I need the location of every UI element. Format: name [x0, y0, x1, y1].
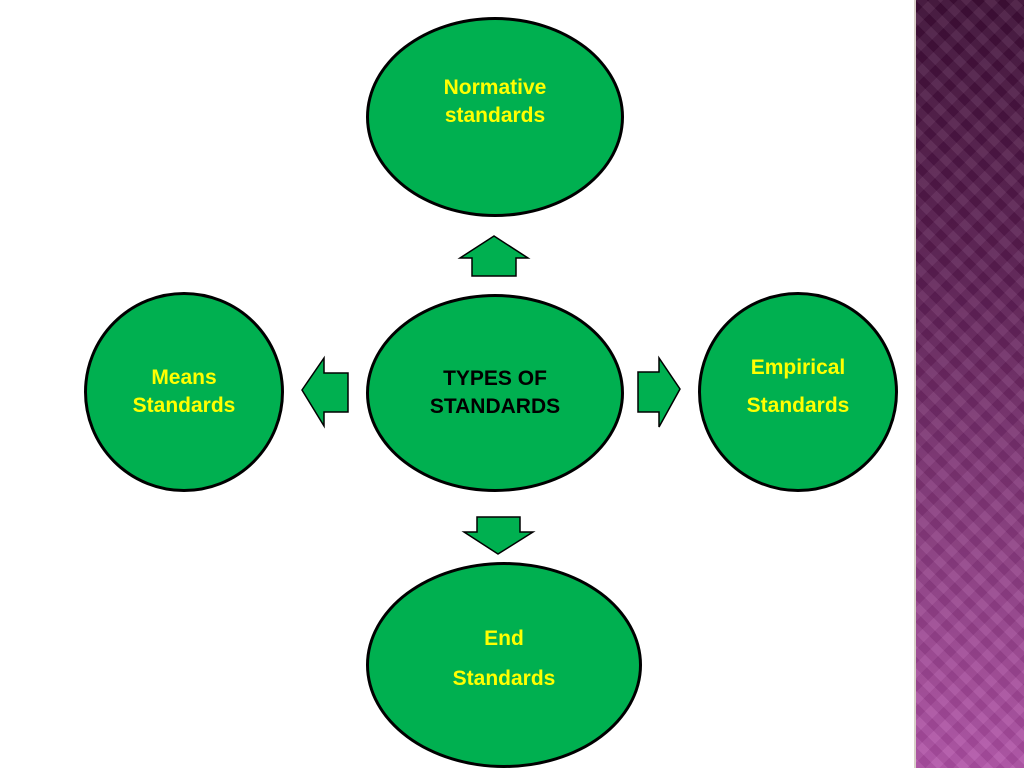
node-end-line2: Standards	[452, 667, 556, 690]
node-empirical-line2: Standards	[746, 394, 850, 417]
node-means-line1: Means	[151, 366, 217, 389]
arrow-right	[637, 355, 681, 428]
node-types-of-standards: TYPES OF STANDARDS	[366, 294, 624, 492]
arrow-left	[301, 355, 349, 429]
arrow-down	[461, 516, 536, 555]
node-normative-line2: standards	[444, 104, 546, 127]
node-end-line1: End	[484, 627, 524, 650]
node-end-standards: End Standards	[366, 562, 642, 768]
side-panel-divider	[914, 0, 916, 768]
arrow-up	[457, 235, 531, 277]
node-normative-standards: Normative standards	[366, 17, 624, 217]
node-normative-line1: Normative	[443, 76, 547, 99]
node-empirical-line1: Empirical	[750, 356, 846, 379]
node-empirical-standards: Empirical Standards	[698, 292, 898, 492]
center-line2: STANDARDS	[429, 395, 561, 418]
decorative-side-panel	[914, 0, 1024, 768]
node-means-line2: Standards	[132, 394, 236, 417]
center-line1: TYPES OF	[443, 367, 547, 390]
node-means-standards: Means Standards	[84, 292, 284, 492]
